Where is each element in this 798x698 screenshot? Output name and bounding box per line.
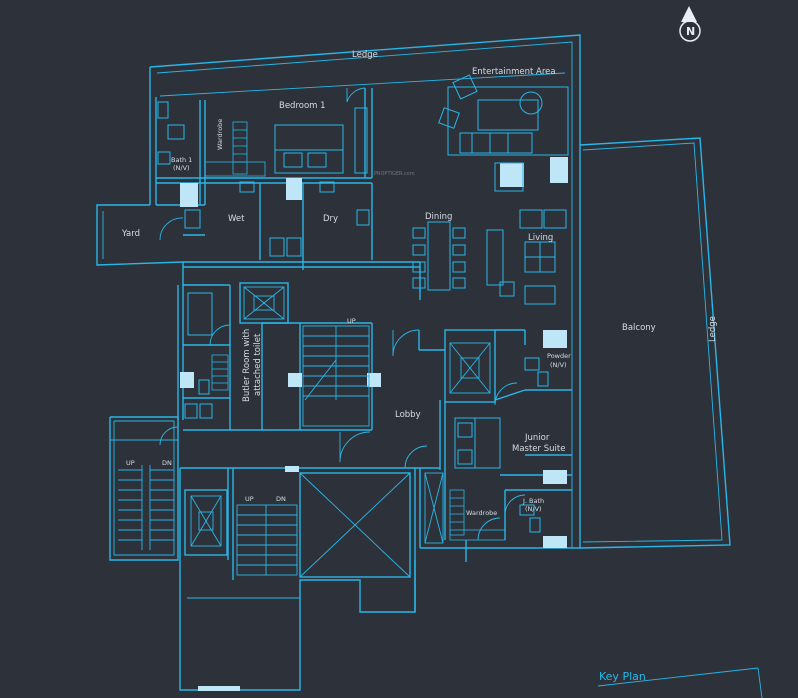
bedroom1-furniture (157, 101, 368, 177)
label-up-center: UP (347, 317, 356, 325)
label-up-left: UP (126, 459, 135, 467)
wet-dry-furniture (184, 181, 370, 257)
label-dn-left: DN (162, 459, 172, 467)
outer-walls (96, 34, 731, 691)
stair-left (118, 465, 174, 550)
interior-walls (156, 87, 572, 578)
label-attached-toilet: attached toilet (253, 333, 263, 396)
key-plan: Key Plan (597, 667, 763, 698)
label-wet: Wet (228, 214, 245, 224)
label-powder-nv: (N/V) (550, 361, 567, 369)
label-bath-1: Bath 1 (171, 156, 192, 164)
label-entertainment-area: Entertainment Area (472, 67, 556, 77)
label-butler-room: Butler Room with (242, 329, 252, 402)
watermark: PROPTIGER.com (374, 171, 415, 177)
stair-center (302, 325, 370, 427)
label-wardrobe-left: Wardrobe (216, 119, 224, 150)
label-yard: Yard (121, 229, 140, 239)
label-lobby: Lobby (395, 410, 421, 420)
dining-furniture (412, 221, 466, 291)
room-labels: Ledge Entertainment Area Bedroom 1 Wardr… (121, 50, 718, 517)
label-dn-bottom: DN (276, 495, 286, 503)
label-wardrobe-right: Wardrobe (466, 509, 497, 517)
living-furniture (486, 209, 567, 305)
label-up-bottom: UP (245, 495, 254, 503)
butler-furniture (184, 292, 229, 419)
junior-suite-furniture (449, 357, 549, 541)
label-bath-1-nv: (N/V) (173, 164, 190, 172)
key-plan-title: Key Plan (599, 670, 646, 683)
compass-label: N (686, 25, 695, 38)
stair-bottom (236, 504, 298, 576)
entertainment-furniture (438, 74, 569, 192)
label-ledge-right: Ledge (708, 316, 718, 342)
label-powder: Powder (547, 352, 571, 360)
label-master-suite: Master Suite (512, 444, 565, 454)
label-dining: Dining (425, 212, 452, 222)
columns (180, 157, 568, 548)
label-bedroom-1: Bedroom 1 (279, 101, 326, 111)
label-ledge-top: Ledge (352, 50, 378, 60)
north-compass-icon: N (679, 6, 701, 42)
label-dry: Dry (323, 214, 338, 224)
label-living: Living (528, 233, 553, 243)
label-balcony: Balcony (622, 323, 656, 333)
label-j-bath-nv: (N/V) (525, 505, 542, 513)
label-junior: Junior (524, 433, 550, 443)
label-j-bath: J. Bath (522, 497, 544, 505)
